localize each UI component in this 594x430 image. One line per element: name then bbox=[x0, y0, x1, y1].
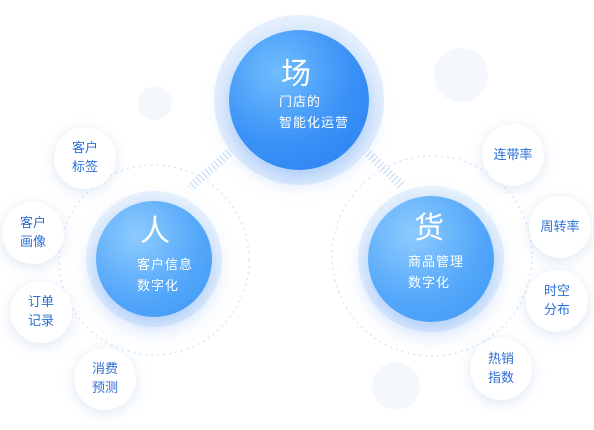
people-item-label: 订单 记录 bbox=[27, 295, 54, 329]
decor-circle bbox=[372, 362, 420, 410]
goods-title: 货 bbox=[414, 211, 444, 246]
place-line-2: 智能化运营 bbox=[279, 116, 350, 131]
people-item-label: 消费 预测 bbox=[91, 362, 118, 396]
people-item-label: 客户 标签 bbox=[71, 141, 98, 175]
people-item-customer-profile: 客户 画像 bbox=[2, 202, 64, 264]
people-item-label: 客户 画像 bbox=[19, 216, 46, 250]
goods-item-bestseller-index: 热销 指数 bbox=[470, 338, 532, 400]
people-line-1: 客户信息 bbox=[137, 258, 194, 273]
connector-place-people bbox=[186, 141, 242, 192]
people-orbit bbox=[58, 164, 250, 356]
goods-orbit bbox=[331, 155, 533, 357]
goods-item-label: 周转率 bbox=[540, 219, 580, 235]
goods-item-label: 热销 指数 bbox=[487, 352, 514, 386]
goods-node: 货 商品管理 数字化 bbox=[368, 196, 494, 322]
decor-circle bbox=[138, 86, 172, 120]
goods-item-attach-rate: 连带率 bbox=[482, 124, 544, 186]
connector-place-goods bbox=[356, 141, 406, 190]
goods-item-label: 时空 分布 bbox=[543, 284, 570, 318]
goods-item-turnover-rate: 周转率 bbox=[529, 196, 591, 258]
decor-circle bbox=[434, 48, 488, 102]
goods-line-2: 数字化 bbox=[408, 276, 451, 291]
people-title: 人 bbox=[140, 214, 170, 249]
place-line-1: 门店的 bbox=[279, 95, 322, 110]
place-title: 场 bbox=[281, 57, 311, 92]
people-item-consumption-forecast: 消费 预测 bbox=[74, 348, 136, 410]
people-line-2: 数字化 bbox=[137, 279, 180, 294]
people-item-order-records: 订单 记录 bbox=[10, 281, 72, 343]
goods-item-label: 连带率 bbox=[493, 147, 533, 163]
goods-line-1: 商品管理 bbox=[408, 255, 465, 270]
goods-item-spatiotemporal-distribution: 时空 分布 bbox=[526, 270, 588, 332]
people-item-customer-tags: 客户 标签 bbox=[54, 127, 116, 189]
people-node: 人 客户信息 数字化 bbox=[96, 201, 212, 317]
place-node: 场 门店的 智能化运营 bbox=[229, 30, 369, 170]
